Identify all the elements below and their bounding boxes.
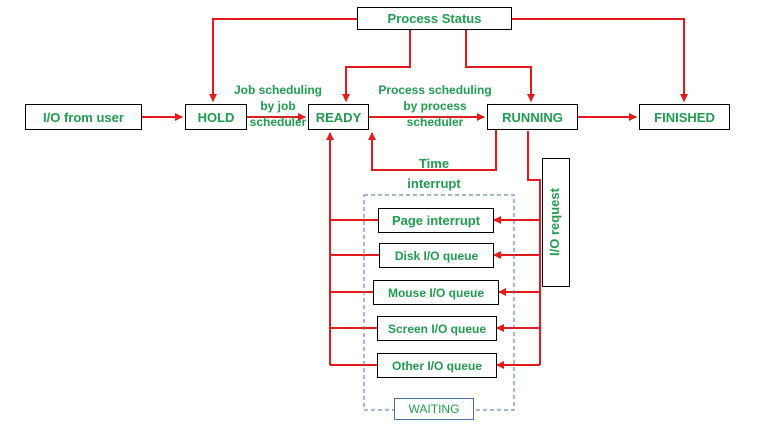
arrow-status-to-finished bbox=[512, 18, 688, 102]
time-interrupt-line-1: Time bbox=[418, 156, 450, 171]
ready-node: READY bbox=[308, 104, 369, 130]
screen-io-queue: Screen I/O queue bbox=[377, 316, 497, 341]
time-interrupt-line-2: interrupt bbox=[407, 176, 461, 191]
arrow-status-to-running bbox=[465, 30, 535, 102]
running-node: RUNNING bbox=[487, 104, 578, 130]
other-io-queue: Other I/O queue bbox=[377, 353, 497, 378]
process-status-node: Process Status bbox=[357, 7, 512, 30]
io-request-label: I/O request bbox=[547, 188, 562, 256]
process-scheduling-line-1: Process scheduling bbox=[378, 83, 492, 97]
io-request-bus bbox=[527, 131, 541, 365]
job-scheduling-line-3: scheduler bbox=[249, 115, 307, 129]
process-scheduling-line-3: scheduler bbox=[406, 115, 464, 129]
job-scheduling-label: Job scheduling by job scheduler bbox=[226, 82, 330, 130]
arrow-time-interrupt bbox=[368, 130, 497, 171]
job-scheduling-line-2: by job bbox=[260, 99, 296, 113]
process-scheduling-label: Process scheduling by process scheduler bbox=[372, 82, 498, 130]
process-scheduling-line-2: by process bbox=[403, 99, 467, 113]
waiting-label: WAITING bbox=[394, 398, 474, 420]
io-from-user-node: I/O from user bbox=[25, 104, 142, 130]
arrow-status-to-ready bbox=[342, 30, 411, 102]
hold-node: HOLD bbox=[185, 104, 247, 130]
io-request-box bbox=[542, 158, 570, 287]
mouse-io-queue: Mouse I/O queue bbox=[373, 280, 499, 305]
arrow-status-to-hold bbox=[209, 18, 357, 102]
disk-io-queue: Disk I/O queue bbox=[379, 243, 494, 268]
time-interrupt-label: Time interrupt bbox=[392, 154, 476, 194]
finished-node: FINISHED bbox=[639, 104, 730, 130]
job-scheduling-line-1: Job scheduling bbox=[233, 83, 322, 97]
page-interrupt-queue: Page interrupt bbox=[378, 208, 494, 233]
